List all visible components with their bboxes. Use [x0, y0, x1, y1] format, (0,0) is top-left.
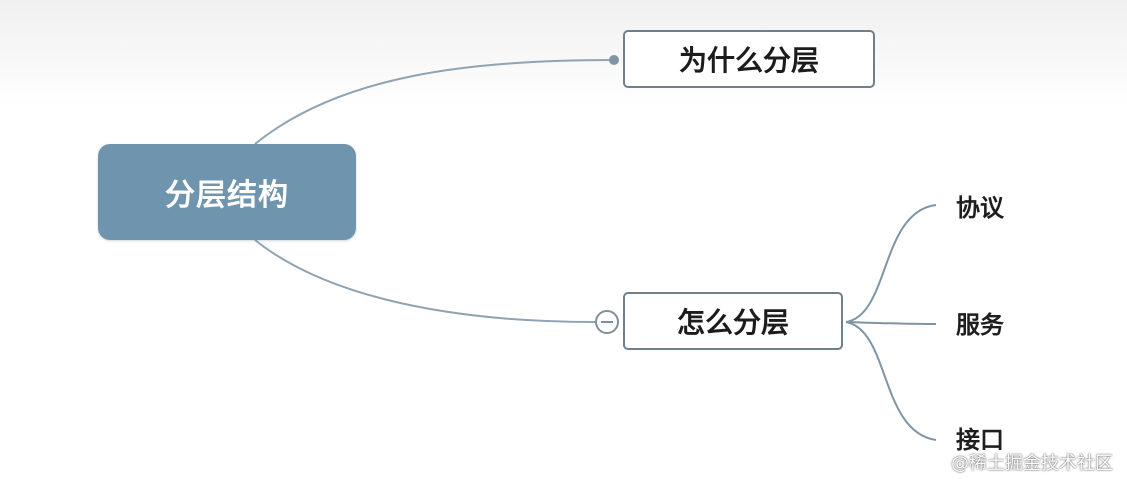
- central-topic[interactable]: 分层结构: [98, 144, 356, 240]
- subtopic-protocol[interactable]: 协议: [956, 194, 1004, 222]
- connection-dot-icon: [609, 55, 619, 65]
- subtopic-interface[interactable]: 接口: [956, 426, 1004, 454]
- connector-how-to-interface: [845, 321, 937, 441]
- topic-how-to-layer[interactable]: 怎么分层: [623, 292, 843, 350]
- watermark: @稀土掘金技术社区: [951, 453, 1113, 474]
- topic-why-layering-label: 为什么分层: [678, 44, 819, 77]
- connector-how-to-protocol: [845, 204, 937, 323]
- connector-central-to-why: [254, 59, 615, 145]
- minus-circle-icon[interactable]: [595, 310, 619, 334]
- topic-why-layering[interactable]: 为什么分层: [623, 30, 875, 88]
- connector-how-to-service: [845, 321, 937, 325]
- connector-central-to-how: [254, 239, 596, 323]
- subtopic-service[interactable]: 服务: [956, 311, 1004, 339]
- central-topic-label: 分层结构: [165, 178, 289, 213]
- topic-how-to-layer-label: 怎么分层: [676, 306, 789, 339]
